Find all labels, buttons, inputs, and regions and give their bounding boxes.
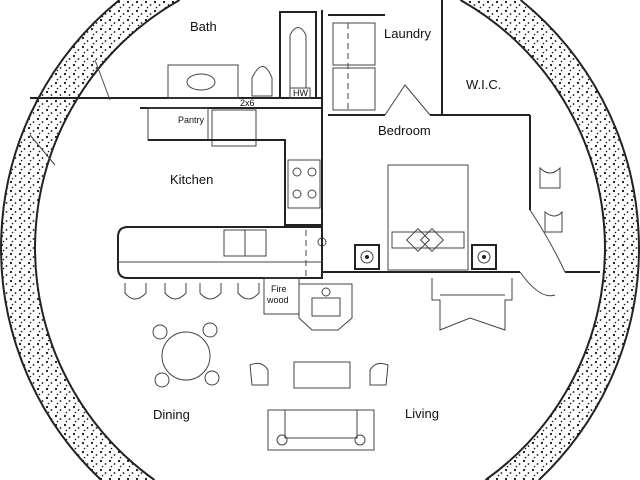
room-label-wic: W.I.C. [466,77,501,92]
room-label-living: Living [405,406,439,421]
firewood-label-2: wood [266,295,289,305]
room-label-laundry: Laundry [384,26,431,41]
room-label-dining: Dining [153,407,190,422]
dining-living-furniture [152,322,389,451]
room-label-pantry: Pantry [178,115,205,125]
room-label-bath: Bath [190,19,217,34]
bar-stools [124,283,260,300]
kitchen-fixtures [117,107,353,331]
firewood-label-1: Fire [271,284,287,294]
water-heater-label: HW [293,88,308,98]
room-label-kitchen: Kitchen [170,172,213,187]
room-label-bedroom: Bedroom [378,123,431,138]
bedroom-furniture [354,164,563,331]
bath-fixtures [167,64,311,99]
stud-label: 2x6 [240,98,255,108]
